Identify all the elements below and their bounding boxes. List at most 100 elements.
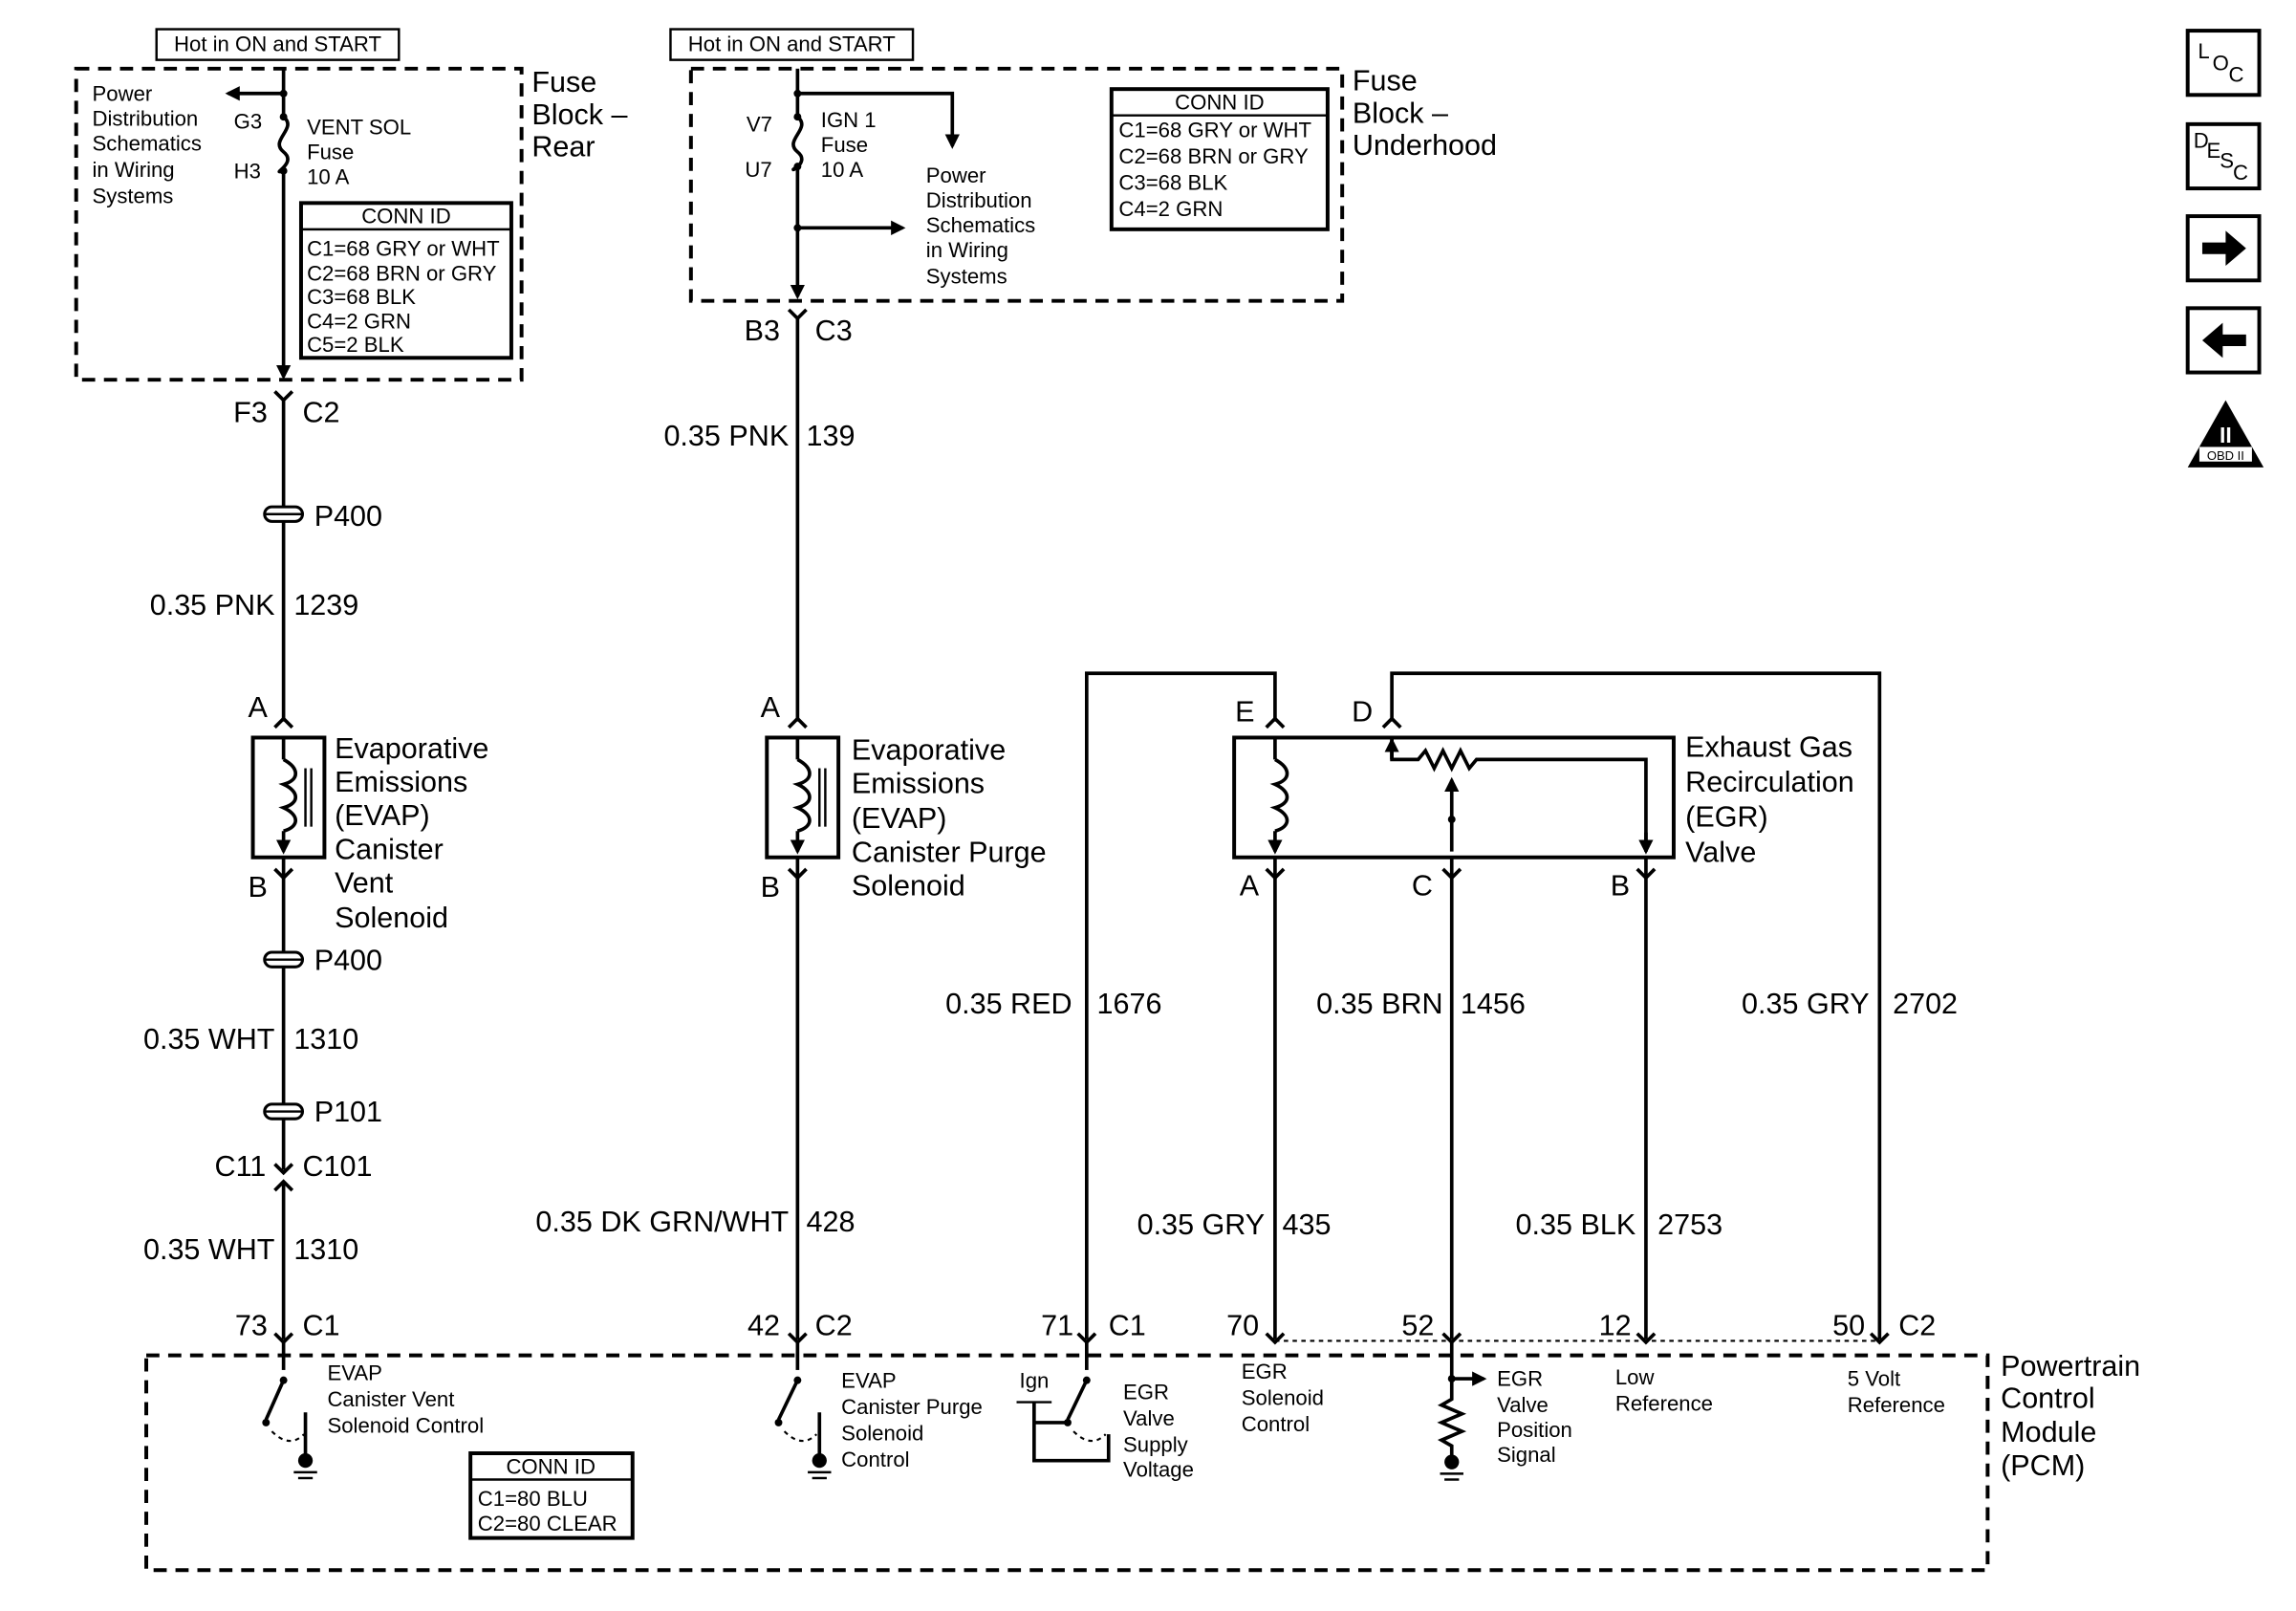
power-dist-rear-4: in Wiring: [93, 158, 175, 182]
power-dist-rear-5: Systems: [93, 184, 174, 207]
hot-label-mid: Hot in ON and START: [669, 28, 915, 61]
conn-id-under-title: CONN ID: [1175, 91, 1264, 115]
purge-solenoid-name: Evaporative: [852, 733, 1006, 766]
hot-label-left-text: Hot in ON and START: [174, 32, 381, 55]
wire-purge-feed-color: 0.35 PNK: [663, 420, 789, 452]
fuse-block-rear-title-1: Fuse: [531, 66, 596, 98]
egr-valve-name: Exhaust Gas: [1685, 730, 1852, 763]
conn-id-rear-line: C5=2 BLK: [307, 333, 404, 357]
wire-vent-pcm-color: 0.35 WHT: [143, 1233, 275, 1266]
power-dist-under-3: Schematics: [926, 213, 1035, 237]
conn-id-under-line: C3=68 BLK: [1118, 171, 1227, 195]
fuse-under-pin-u7: U7: [745, 158, 771, 182]
wire-vent-return-circuit: 1310: [293, 1023, 358, 1056]
vent-driver-switch-icon: [262, 1341, 317, 1480]
egr-pin-d-label: D: [1352, 696, 1373, 729]
conn-id-rear-title: CONN ID: [361, 205, 450, 229]
previous-page-button[interactable]: [2185, 306, 2262, 375]
vent-solenoid-name: (EVAP): [335, 799, 430, 832]
egr-supply-switch-icon: [1016, 1341, 1111, 1463]
description-icon-letter: D: [2194, 128, 2209, 152]
pcm-egr-control-label: Solenoid: [1242, 1386, 1324, 1410]
purge-solenoid-name: Solenoid: [852, 869, 965, 902]
fuse-rear-pin-h3: H3: [234, 159, 261, 183]
next-page-button[interactable]: [2185, 214, 2262, 283]
vent-solenoid-icon: [250, 735, 327, 860]
pcm-egr-position-label: Signal: [1497, 1443, 1556, 1467]
location-button[interactable]: L O C: [2185, 29, 2262, 98]
connector-f3-c2-icon: [273, 390, 294, 403]
pcm-low-ref-label: Reference: [1615, 1392, 1713, 1416]
wire-egr-supply-circuit: 1676: [1097, 988, 1162, 1020]
pcm-purge-control-label: Control: [841, 1448, 909, 1471]
egr-pin-d-icon: [1381, 716, 1402, 729]
location-icon-letter: C: [2228, 63, 2243, 87]
ground-icon: [812, 1453, 827, 1469]
ign1-fuse-rating: 10 A: [821, 158, 864, 182]
purge-solenoid-name: (EVAP): [852, 802, 947, 835]
fuse-block-under-title-3: Underhood: [1353, 129, 1497, 162]
wire-purge-pcm-circuit: 428: [807, 1206, 856, 1238]
egr-pin-e-label: E: [1235, 696, 1254, 729]
pcm-pin-12-icon: [1635, 1332, 1657, 1345]
pcm-title: Powertrain: [2001, 1350, 2140, 1382]
power-dist-under-1: Power: [926, 163, 986, 187]
wire-egr-signal-color: 0.35 BRN: [1316, 988, 1442, 1020]
wire-purge-pcm-color: 0.35 DK GRN/WHT: [535, 1206, 789, 1238]
splice-p400-bottom-label: P400: [314, 944, 382, 976]
pcm-purge-control-label: EVAP: [841, 1368, 896, 1392]
power-dist-under-arrow-down: [797, 91, 960, 149]
pcm-title: Module: [2001, 1416, 2096, 1448]
purge-solenoid-icon: [765, 735, 841, 860]
egr-position-input-icon: [1437, 1341, 1487, 1481]
pcm-pin-12-label: 12: [1599, 1309, 1632, 1341]
vent-sol-fuse-icon: [277, 115, 290, 174]
pcm-pin-50-icon: [1869, 1332, 1890, 1345]
wire-vent-feed-circuit: 1239: [293, 589, 358, 621]
conn-id-rear-line: C1=68 GRY or WHT: [307, 236, 500, 260]
power-dist-rear-1: Power: [93, 81, 153, 105]
ign1-fuse-name: IGN 1: [821, 108, 877, 132]
purge-solenoid-name: Canister Purge: [852, 836, 1047, 868]
egr-position-sensor-icon: [1390, 735, 1648, 852]
pcm-pin-70-label: 70: [1226, 1309, 1259, 1341]
vent-pin-a-icon: [273, 716, 294, 729]
description-icon-letter: C: [2233, 161, 2248, 185]
egr-solenoid-coil-icon: [1269, 757, 1289, 834]
egr-pin-b-label: B: [1611, 869, 1630, 902]
fuse-block-rear: Fuse Block – Rear Power Distribution Sch…: [74, 66, 628, 382]
ign1-fuse-icon: [791, 115, 804, 172]
egr-valve-name: Valve: [1685, 836, 1756, 868]
egr-pin-a-label: A: [1240, 869, 1260, 902]
pcm-connector-c1-left-label: C1: [302, 1309, 339, 1341]
splice-p400-bottom-icon: [263, 950, 305, 969]
location-icon-letter: L: [2198, 39, 2209, 63]
fuse-block-rear-title-2: Block –: [531, 98, 627, 131]
connector-f3-label: F3: [233, 396, 268, 428]
egr-valve-body: [1232, 735, 1676, 860]
purge-pin-b-label: B: [761, 871, 780, 903]
location-icon-letter: O: [2213, 51, 2229, 75]
connector-c101-top-icon: [273, 1163, 294, 1176]
power-dist-under-5: Systems: [926, 264, 1007, 288]
wire-purge-feed-circuit: 139: [807, 420, 856, 452]
conn-id-rear-line: C3=68 BLK: [307, 285, 416, 309]
pcm-vent-control-label: Canister Vent: [327, 1387, 454, 1411]
hot-label-mid-text: Hot in ON and START: [688, 32, 896, 55]
vent-solenoid-name: Canister: [335, 833, 444, 865]
pcm-vent-control-label: Solenoid Control: [327, 1414, 484, 1438]
ground-icon: [1444, 1454, 1460, 1469]
purge-solenoid-circuit: B3 C3 0.35 PNK 139 A Evaporative Emissio…: [535, 166, 1047, 1345]
splice-p101-label: P101: [314, 1096, 382, 1128]
pcm-pin-42-label: 42: [747, 1309, 780, 1341]
conn-id-underhood: CONN ID C1=68 GRY or WHT C2=68 BRN or GR…: [1109, 87, 1330, 231]
purge-pin-a-label: A: [761, 691, 781, 724]
vent-solenoid-name: Evaporative: [335, 732, 488, 765]
pcm-egr-supply-label: Voltage: [1123, 1457, 1194, 1481]
obd-ii-button[interactable]: II OBD II: [2187, 400, 2264, 468]
description-button[interactable]: D E S C: [2185, 121, 2262, 191]
fuse-block-underhood: Fuse Block – Underhood V7 U7 IGN 1 Fuse …: [688, 65, 1497, 303]
purge-pin-a-icon: [787, 716, 808, 729]
vent-solenoid-circuit: F3 C2 P400 0.35 PNK 1239 A Evaporative E…: [143, 170, 488, 1345]
